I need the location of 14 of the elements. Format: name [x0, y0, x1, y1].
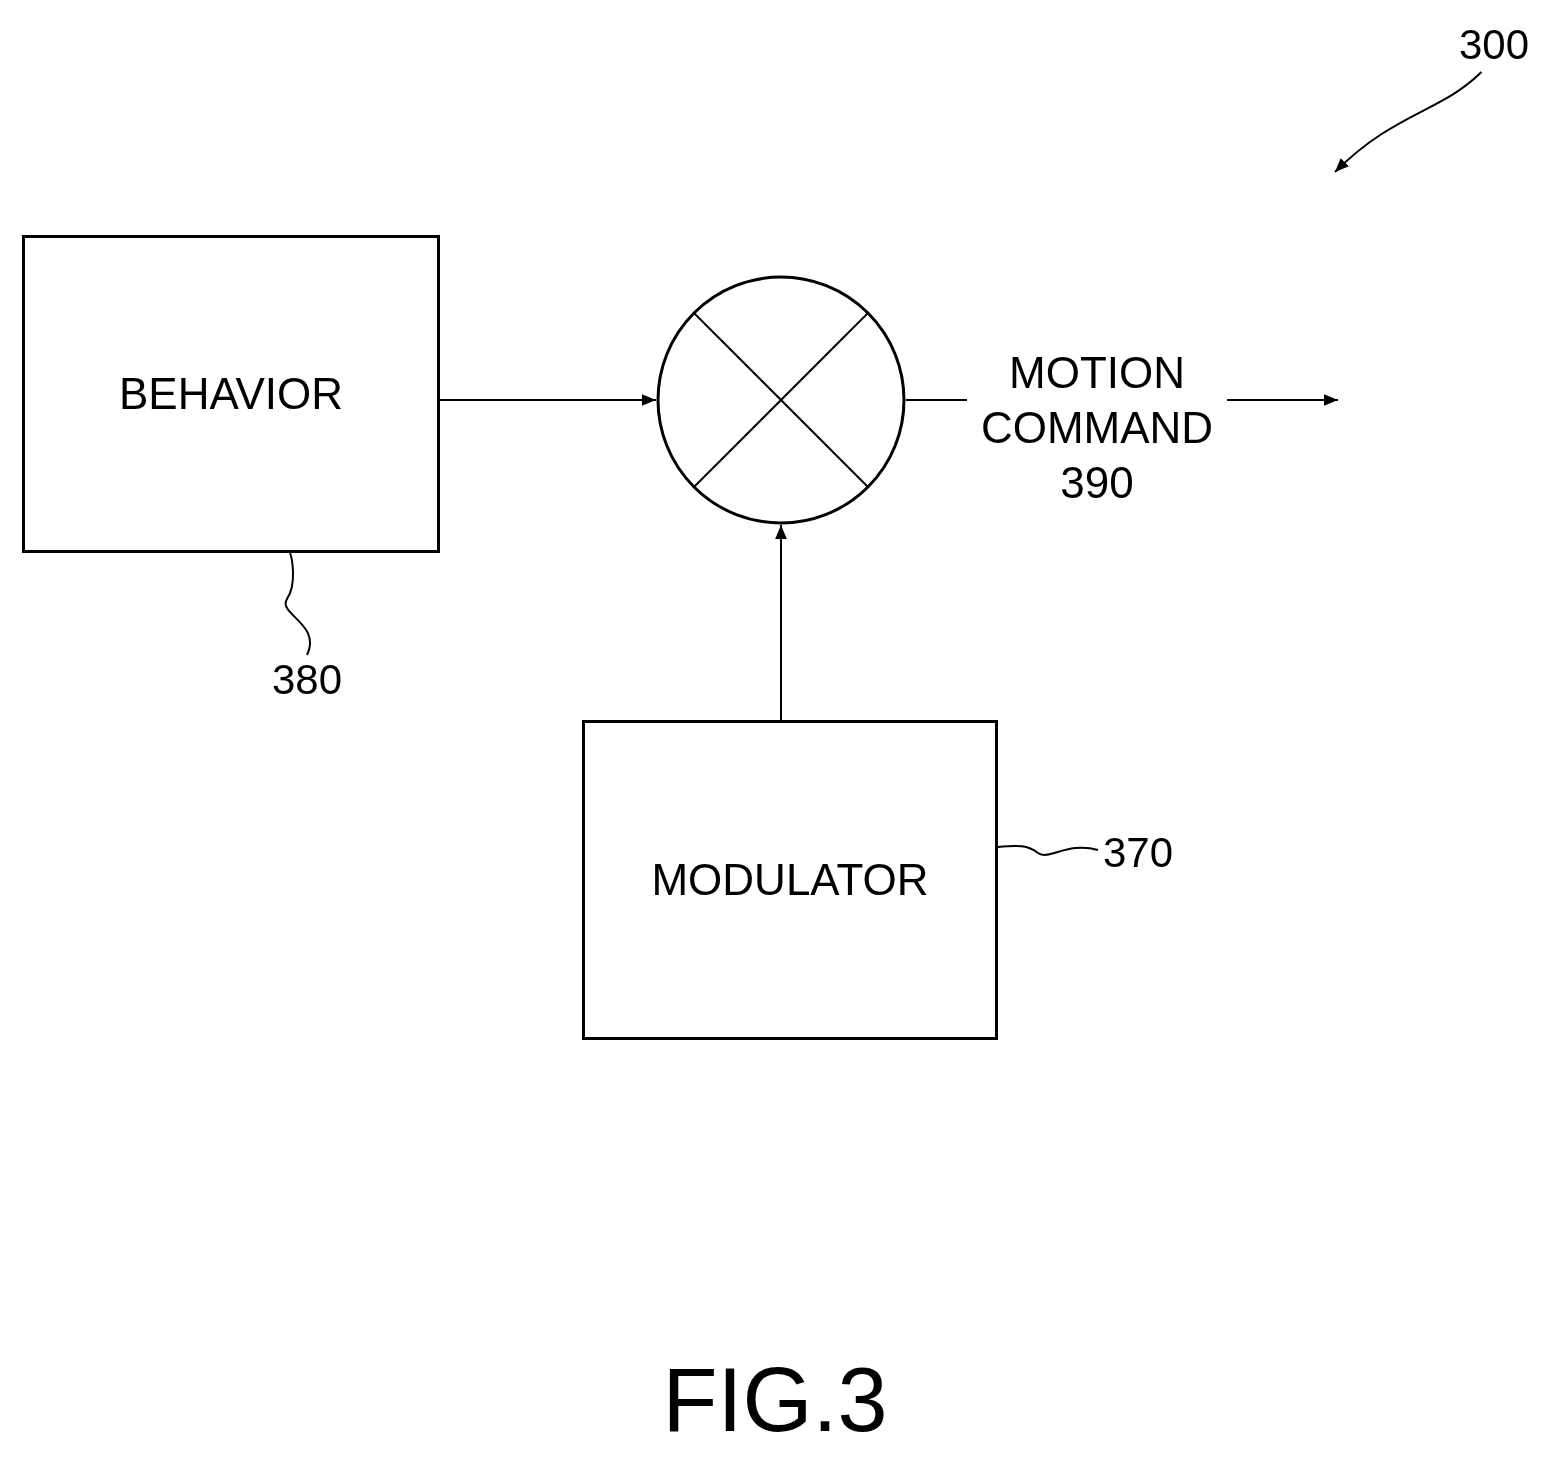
arrow: [1334, 71, 1483, 173]
reference-number: 380: [271, 659, 343, 701]
multiplier-circle: [656, 275, 906, 525]
reference-number: 370: [1102, 832, 1174, 874]
block-label: BEHAVIOR: [118, 372, 344, 416]
block-box: [582, 720, 998, 1040]
block-box: [22, 235, 440, 553]
arrow: [775, 524, 787, 721]
figure-caption: FIG.3: [662, 1355, 888, 1445]
leader-line: [997, 844, 1099, 856]
leader-line: [284, 552, 312, 656]
block-label: MODULATOR: [651, 858, 929, 902]
arrow: [439, 394, 657, 406]
reference-number: 300: [1458, 24, 1530, 66]
